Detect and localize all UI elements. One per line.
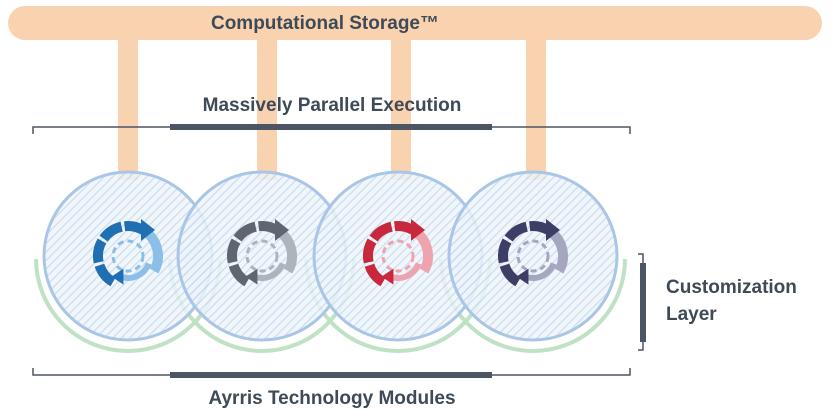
cycle-lower-arc: [119, 262, 152, 281]
cycle-icon-gray: [227, 219, 297, 287]
cycle-arrowhead-bottom: [516, 268, 529, 285]
computational-storage-label: Computational Storage™: [211, 13, 439, 34]
cycle-arrowhead-top: [411, 219, 425, 242]
cycle-outer-arc-dark: [498, 221, 551, 287]
parallel-execution-bracket: [32, 124, 631, 134]
cycle-arrowhead-bottom: [245, 268, 258, 285]
cycle-outer-arc-dark: [93, 221, 146, 287]
cycle-lower-arc: [253, 262, 286, 281]
cycle-arrowhead-bottom: [381, 268, 394, 285]
modules-label: Ayrris Technology Modules: [208, 388, 455, 409]
parallel-execution-label: Massively Parallel Execution: [203, 95, 462, 116]
storage-pipes: [118, 38, 546, 180]
cycle-icons: [93, 219, 568, 287]
module-circle-4: [447, 170, 619, 342]
cycle-arrowhead-top: [141, 219, 155, 242]
cycle-outer-arc-dark: [363, 221, 416, 287]
cycle-inner-ring: [381, 239, 415, 273]
customization-bracket: [638, 253, 646, 351]
cycle-icon-blue: [93, 219, 163, 287]
cycle-outer-arc-dark: [227, 221, 280, 287]
cycle-arrowhead-top: [546, 219, 560, 242]
pipe-4: [526, 38, 546, 180]
module-circles: [42, 170, 619, 342]
cycle-lower-arc: [524, 262, 557, 281]
cycle-icon-navy: [498, 219, 568, 287]
pipe-2: [257, 38, 277, 180]
cycle-inner-ring: [111, 239, 145, 273]
pipe-1: [118, 38, 138, 180]
cycle-lower-arc: [389, 262, 422, 281]
cycle-inner-ring: [245, 239, 279, 273]
customization-label-line2: Layer: [666, 304, 717, 325]
cycle-inner-ring: [516, 239, 550, 273]
computational-storage-bar: [8, 6, 822, 40]
customization-label-line1: Customization: [666, 277, 797, 298]
cycle-arrowhead-top: [275, 219, 289, 242]
pipe-3: [391, 38, 411, 180]
cycle-arrowhead-bottom: [111, 268, 124, 285]
modules-bracket: [32, 368, 631, 378]
cycle-icon-red: [363, 219, 433, 287]
